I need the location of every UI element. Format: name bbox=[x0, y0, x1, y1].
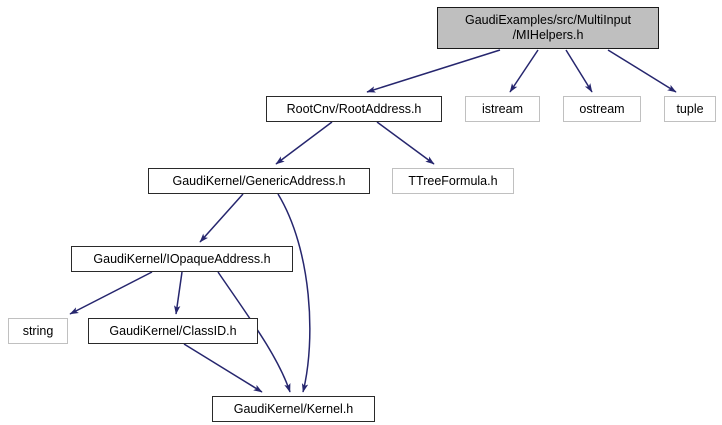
node-classid[interactable]: GaudiKernel/ClassID.h bbox=[88, 318, 258, 344]
node-label: string bbox=[22, 323, 54, 338]
node-kernel[interactable]: GaudiKernel/Kernel.h bbox=[212, 396, 375, 422]
node-rootaddress[interactable]: RootCnv/RootAddress.h bbox=[266, 96, 442, 122]
edge-mihelpers-to-istream bbox=[509, 49, 539, 93]
edge-iopaqueaddress-to-string bbox=[69, 271, 153, 315]
edge-mihelpers-to-tuple bbox=[607, 49, 677, 93]
node-iopaqueaddress[interactable]: GaudiKernel/IOpaqueAddress.h bbox=[71, 246, 293, 272]
node-mihelpers[interactable]: GaudiExamples/src/MultiInput /MIHelpers.… bbox=[437, 7, 659, 49]
node-label: GaudiKernel/ClassID.h bbox=[109, 323, 237, 338]
node-istream[interactable]: istream bbox=[465, 96, 540, 122]
node-label: GaudiExamples/src/MultiInput /MIHelpers.… bbox=[464, 13, 632, 42]
edge-mihelpers-to-ostream bbox=[565, 49, 593, 93]
node-ostream[interactable]: ostream bbox=[563, 96, 641, 122]
edge-mihelpers-to-rootaddress bbox=[366, 49, 501, 93]
edge-iopaqueaddress-to-classid bbox=[174, 271, 183, 315]
edge-rootaddress-to-genericaddress bbox=[275, 121, 333, 165]
node-string[interactable]: string bbox=[8, 318, 68, 344]
edge-genericaddress-to-kernel bbox=[277, 193, 311, 393]
node-label: istream bbox=[482, 101, 523, 116]
edge-rootaddress-to-ttreeformula bbox=[376, 121, 435, 165]
edge-classid-to-kernel bbox=[183, 343, 263, 393]
node-label: ostream bbox=[579, 101, 625, 116]
edge-iopaqueaddress-to-kernel bbox=[217, 271, 291, 393]
node-label: GaudiKernel/Kernel.h bbox=[233, 401, 354, 416]
node-label: tuple bbox=[676, 101, 704, 116]
node-ttreeformula[interactable]: TTreeFormula.h bbox=[392, 168, 514, 194]
node-genericaddress[interactable]: GaudiKernel/GenericAddress.h bbox=[148, 168, 370, 194]
node-label: GaudiKernel/GenericAddress.h bbox=[172, 173, 346, 188]
node-label: GaudiKernel/IOpaqueAddress.h bbox=[93, 251, 271, 266]
node-label: RootCnv/RootAddress.h bbox=[286, 101, 422, 116]
node-tuple[interactable]: tuple bbox=[664, 96, 716, 122]
edge-genericaddress-to-iopaqueaddress bbox=[199, 193, 244, 243]
node-label: TTreeFormula.h bbox=[408, 173, 498, 188]
